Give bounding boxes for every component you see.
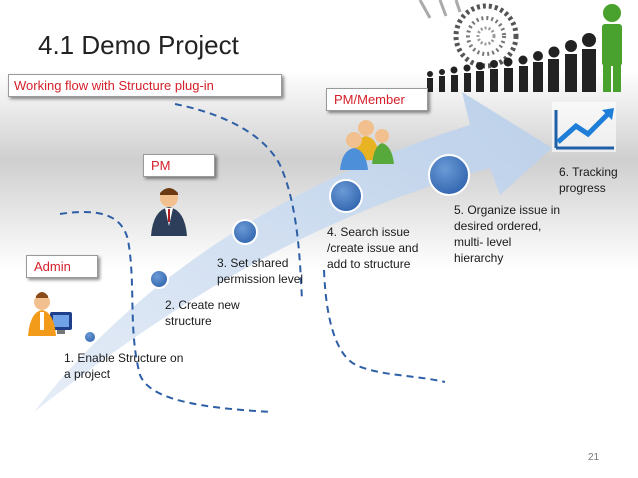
pm-member-label: PM/Member [326, 88, 428, 111]
step-node-2[interactable] [149, 269, 169, 289]
step-1-text: 1. Enable Structure on a project [64, 351, 184, 381]
flow-arrow [34, 92, 552, 412]
step-node-3[interactable] [232, 219, 258, 245]
admin-dashed-outline [59, 211, 273, 413]
step-node-1[interactable] [83, 330, 97, 344]
step-node-4[interactable] [329, 179, 363, 213]
slide-title: 4.1 Demo Project [38, 30, 239, 60]
member-dashed-outline [323, 269, 446, 383]
step-5-text: 5. Organize issue in desired ordered, mu… [454, 203, 561, 265]
step-4-text: 4. Search issue /create issue and add to… [327, 225, 419, 271]
flow-label: Working flow with Structure plug-in [8, 74, 282, 97]
step-6-text: 6. Tracking progress [559, 165, 618, 195]
admin-computer-icon [28, 292, 72, 336]
team-members-icon [340, 120, 394, 170]
step-3-text: 3. Set shared permission level [217, 256, 304, 286]
pm-label: PM [143, 154, 215, 177]
step-node-5[interactable] [428, 154, 470, 196]
spiral-crowd-icon [418, 0, 519, 69]
step-2-text: 2. Create new structure [165, 298, 240, 328]
pm-dashed-outline [174, 103, 303, 301]
pm-businessman-icon [151, 188, 187, 236]
page-number: 21 [588, 452, 600, 463]
growing-people-icon [427, 4, 622, 92]
tracking-chart-icon [552, 102, 616, 152]
background-band [0, 70, 638, 270]
admin-label: Admin [26, 255, 98, 278]
